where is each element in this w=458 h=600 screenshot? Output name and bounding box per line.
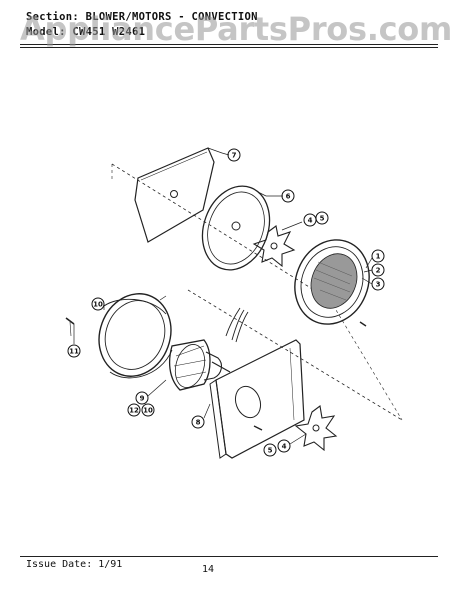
callout-label: 10: [143, 407, 153, 415]
ring-housing-part: [201, 185, 271, 271]
callout-10-motor: 10: [141, 403, 155, 417]
callout-label: 6: [286, 193, 291, 201]
callout-6: 6: [281, 189, 295, 203]
grille-cover-part: [294, 239, 370, 325]
fan-blade-upper-part: [252, 225, 296, 268]
callout-label: 4: [308, 217, 313, 225]
motor-part: [168, 307, 249, 391]
callout-4-lower: 4: [277, 439, 291, 453]
header-rule-bottom: [20, 47, 438, 48]
bolt-small: [253, 425, 263, 431]
callout-label: 5: [268, 447, 273, 455]
callout-2: 2: [371, 263, 385, 277]
callout-label: 9: [140, 395, 145, 403]
issue-date: Issue Date: 1/91: [26, 559, 123, 570]
callout-label: 12: [129, 407, 139, 415]
callout-label: 4: [282, 443, 287, 451]
blower-housing-part: [98, 293, 173, 379]
callout-label: 8: [196, 419, 201, 427]
callout-label: 10: [93, 301, 103, 309]
screw-small: [359, 321, 367, 327]
callout-4-upper: 4: [303, 213, 317, 227]
assembly-guide-line-2: [111, 164, 403, 421]
footer-rule: [20, 556, 438, 557]
callout-11: 11: [67, 344, 81, 358]
callout-label: 5: [320, 215, 325, 223]
header-rule-top: [20, 44, 438, 45]
mounting-bracket-part: [209, 339, 305, 459]
back-plate-part: [134, 147, 223, 243]
model-line: Model: CW451 W2461: [26, 26, 146, 38]
section-title: Section: BLOWER/MOTORS - CONVECTION: [26, 11, 258, 23]
callout-label: 7: [232, 152, 237, 160]
callout-1: 1: [371, 249, 385, 263]
callout-8: 8: [191, 415, 205, 429]
callout-10-housing: 10: [91, 297, 105, 311]
callout-9: 9: [135, 391, 149, 405]
callout-7: 7: [227, 148, 241, 162]
page-number: 14: [202, 564, 215, 575]
leader-lines: [73, 152, 373, 445]
callout-label: 1: [376, 253, 381, 261]
callout-5-upper: 5: [315, 211, 329, 225]
callout-label: 11: [69, 348, 79, 356]
callout-label: 2: [376, 267, 381, 275]
fan-blade-lower-part: [294, 405, 338, 452]
callout-3: 3: [371, 277, 385, 291]
callout-5-lower: 5: [263, 443, 277, 457]
assembly-guide-line: [111, 163, 403, 421]
screw-part: [65, 317, 75, 337]
callout-label: 3: [376, 281, 381, 289]
callout-12: 12: [127, 403, 141, 417]
page-header: Section: BLOWER/MOTORS - CONVECTION Mode…: [26, 10, 446, 40]
